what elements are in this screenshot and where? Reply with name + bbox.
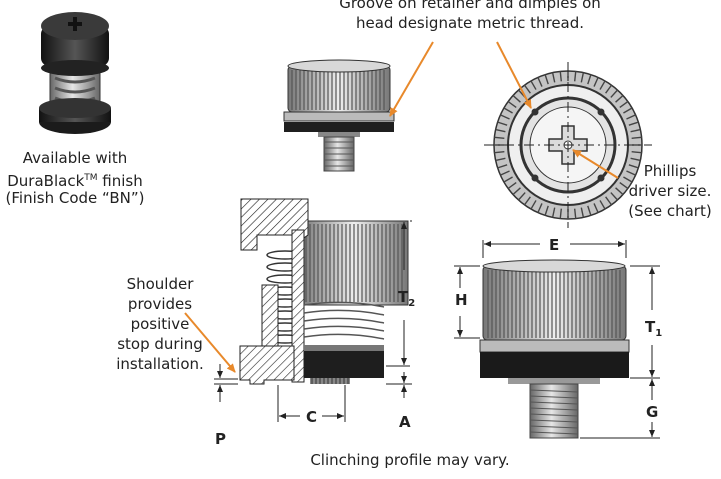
- dimension-lines: [214, 220, 660, 439]
- black-fastener-photo: [39, 12, 111, 134]
- groove-callout-line1: Groove on retainer and dimples on: [339, 0, 601, 12]
- shoulder-note-line2: provides: [127, 295, 193, 313]
- top-view-diagram: [484, 62, 652, 228]
- dim-c-label: C: [306, 408, 317, 426]
- callout-arrows: [184, 41, 619, 373]
- side-fastener-view: [479, 259, 630, 439]
- dim-t2-label: T2: [398, 288, 415, 309]
- shoulder-note-line4: stop during: [117, 335, 203, 353]
- dim-p-label: P: [215, 430, 226, 448]
- trademark-mark: TM: [84, 173, 98, 183]
- shoulder-note-line3: positive: [130, 315, 190, 333]
- groove-callout-line2: head designate metric thread.: [355, 14, 585, 32]
- finish-note-line3: (Finish Code “BN”): [5, 189, 145, 207]
- finish-note-line1: Available with: [22, 149, 128, 167]
- phillips-note-line3: (See chart): [628, 202, 712, 220]
- cross-section-view: [239, 198, 409, 385]
- dim-h-label: H: [455, 291, 468, 309]
- finish-note-line2: DuraBlackTM finish: [7, 172, 143, 190]
- shoulder-note-line5: installation.: [116, 355, 204, 373]
- phillips-note-line2: driver size.: [628, 182, 712, 200]
- footer-note: Clinching profile may vary.: [310, 451, 510, 469]
- shoulder-note-line1: Shoulder: [126, 275, 194, 293]
- dim-e-label: E: [549, 236, 559, 254]
- phillips-note-line1: Phillips: [643, 162, 697, 180]
- dimension-labels: E H T1 G T2 A C P: [215, 236, 662, 448]
- dim-t1-label: T1: [645, 318, 662, 339]
- dim-a-label: A: [399, 413, 411, 431]
- top-fastener-view: [283, 59, 395, 172]
- dim-g-label: G: [646, 403, 658, 421]
